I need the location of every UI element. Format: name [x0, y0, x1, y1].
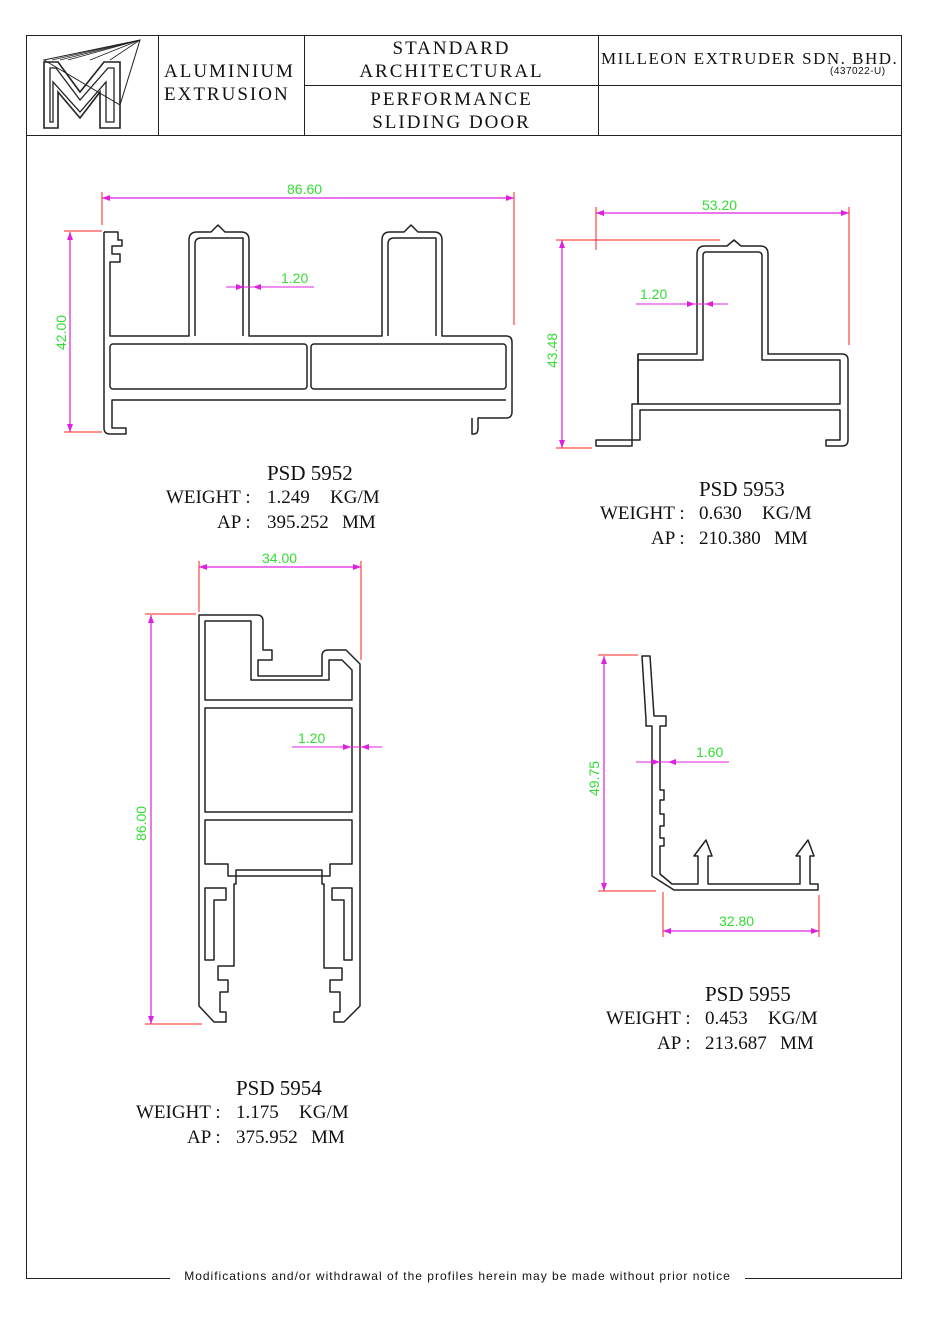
weight-value-5955: 0.453 [705, 1008, 748, 1029]
dim-thickness-5953: 1.20 [640, 286, 667, 302]
ap-unit-5955: MM [780, 1033, 814, 1054]
profile-code-5955: PSD 5955 [705, 982, 791, 1006]
profile-drawing-5955 [641, 655, 819, 891]
dim-thickness-5952: 1.20 [281, 270, 308, 286]
weight-value-5952: 1.249 [267, 487, 310, 508]
profile-code-5954: PSD 5954 [236, 1076, 322, 1100]
ap-value-5955: 213.687 [705, 1033, 767, 1054]
dim-height-5954: 86.00 [133, 806, 149, 841]
company-name: MILLEON EXTRUDER SDN. BHD. [601, 49, 899, 68]
weight-value-5954: 1.175 [236, 1102, 279, 1123]
category-line1: STANDARD [392, 38, 511, 59]
dim-width-5953: 53.20 [702, 197, 737, 213]
series-line2: SLIDING DOOR [372, 112, 531, 133]
weight-unit-5953: KG/M [762, 503, 812, 524]
weight-label-5952: WEIGHT : [166, 487, 251, 508]
profile-drawing-5954 [198, 614, 361, 1023]
dim-thickness-5955: 1.60 [696, 744, 723, 760]
dimensions-5952 [64, 192, 515, 433]
ap-label-5954: AP : [187, 1127, 221, 1148]
dim-thickness-5954: 1.20 [298, 730, 325, 746]
ap-unit-5953: MM [774, 528, 808, 549]
series-line1: PERFORMANCE [370, 89, 533, 110]
ap-value-5954: 375.952 [236, 1127, 298, 1148]
weight-unit-5955: KG/M [768, 1008, 818, 1029]
dim-width-5952: 86.60 [287, 181, 322, 197]
profile-code-5952: PSD 5952 [267, 461, 353, 485]
dim-width-5954: 34.00 [262, 550, 297, 566]
dim-height-5955: 49.75 [586, 761, 602, 796]
profile-code-5953: PSD 5953 [699, 477, 785, 501]
category-line2: ARCHITECTURAL [359, 61, 544, 82]
blank-box [598, 85, 902, 136]
profile-drawing-5953 [595, 239, 849, 447]
ap-value-5953: 210.380 [699, 528, 761, 549]
company-logo [42, 39, 141, 129]
weight-unit-5952: KG/M [330, 487, 380, 508]
weight-label-5955: WEIGHT : [606, 1008, 691, 1029]
header-line2: EXTRUSION [164, 84, 290, 105]
weight-unit-5954: KG/M [299, 1102, 349, 1123]
dim-height-5953: 43.48 [544, 333, 560, 368]
ap-unit-5954: MM [311, 1127, 345, 1148]
weight-value-5953: 0.630 [699, 503, 742, 524]
footer-note: Modifications and/or withdrawal of the p… [170, 1269, 745, 1283]
dimensions-5953 [556, 207, 850, 449]
dimensions-5954 [145, 561, 382, 1025]
dim-height-5952: 42.00 [53, 315, 69, 350]
dim-width-5955: 32.80 [719, 913, 754, 929]
ap-label-5953: AP : [651, 528, 685, 549]
weight-label-5953: WEIGHT : [600, 503, 685, 524]
header-line1: ALUMINIUM [164, 61, 295, 82]
ap-label-5955: AP : [657, 1033, 691, 1054]
dimensions-5955 [598, 654, 820, 937]
weight-label-5954: WEIGHT : [136, 1102, 221, 1123]
ap-label-5952: AP : [217, 512, 251, 533]
company-reg: (437022-U) [830, 66, 886, 77]
profile-drawing-5952 [103, 224, 513, 435]
ap-unit-5952: MM [342, 512, 376, 533]
ap-value-5952: 395.252 [267, 512, 329, 533]
